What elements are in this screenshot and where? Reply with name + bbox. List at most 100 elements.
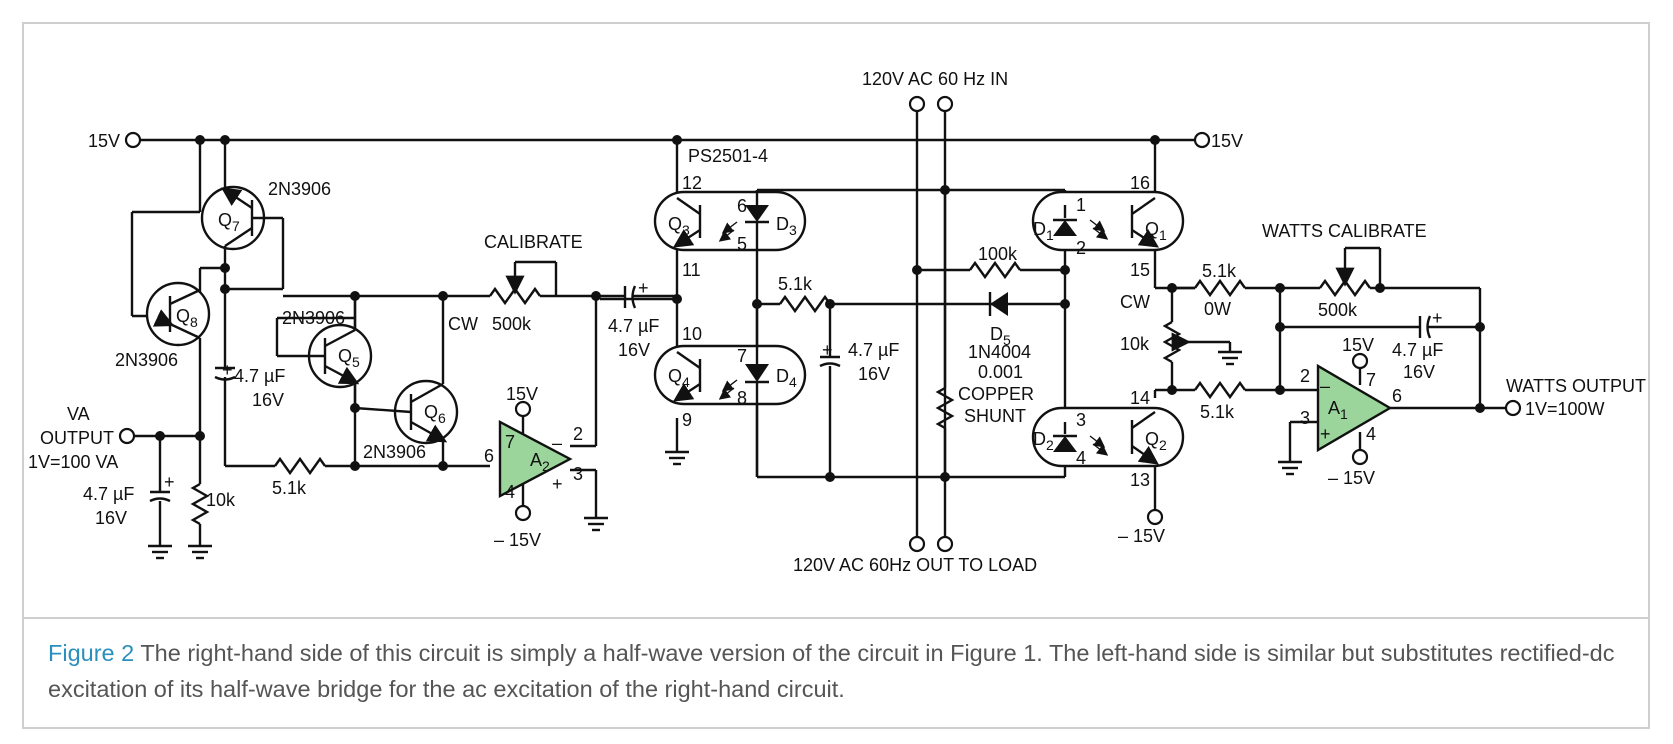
q4-label: Q4 — [668, 366, 690, 390]
ac-in-label: 120V AC 60 Hz IN — [862, 69, 1008, 89]
cap-out-voltage: 16V — [95, 508, 127, 528]
a2-pin-6: 6 — [484, 446, 494, 466]
a1-pin-2: 2 — [1300, 366, 1310, 386]
circuit-schematic: 15V 15V 120V AC 60 Hz IN 120V AC 60Hz OU… — [28, 69, 1646, 575]
pin-5: 5 — [737, 234, 747, 254]
figure-label: Figure 2 — [48, 640, 135, 666]
shunt-value: 0.001 — [978, 362, 1023, 382]
opto-d1 — [1031, 190, 1185, 252]
d4-label: D4 — [776, 366, 797, 390]
res-5k1-left: 5.1k — [272, 478, 307, 498]
watts-output-1: WATTS OUTPUT — [1506, 376, 1646, 396]
pin-11: 11 — [682, 260, 701, 280]
shunt-label-1: COPPER — [958, 384, 1034, 404]
d3-label: D3 — [776, 214, 797, 238]
cap-bridge-value: 4.7 µF — [848, 340, 899, 360]
cap-mid-voltage: 16V — [618, 340, 650, 360]
d5-diode — [988, 292, 1008, 316]
pin-15: 15 — [1130, 260, 1150, 280]
cap-q7-value: 4.7 µF — [234, 366, 285, 386]
res-0w: 0W — [1204, 299, 1231, 319]
pin-9: 9 — [682, 410, 692, 430]
left-transistors — [118, 135, 677, 560]
terminal-15v-left — [124, 131, 142, 149]
d2-label: D2 — [1033, 429, 1054, 453]
calibrate-label: CALIBRATE — [484, 232, 583, 252]
pin-3: 3 — [1076, 410, 1086, 430]
pin-2: 2 — [1076, 238, 1086, 258]
caption-text: The right-hand side of this circuit is s… — [48, 640, 1615, 702]
pin-10: 10 — [682, 324, 702, 344]
rail-left-label: 15V — [88, 131, 120, 151]
a1-pin-7: 7 — [1366, 370, 1376, 390]
cw-right: CW — [1120, 292, 1150, 312]
watts-output-2: 1V=100W — [1525, 399, 1605, 419]
va-output-2: OUTPUT — [40, 428, 114, 448]
cw-left: CW — [448, 314, 478, 334]
q6-label: Q6 — [424, 402, 446, 426]
cap-mid-value: 4.7 µF — [608, 316, 659, 336]
q8-type: 2N3906 — [115, 350, 178, 370]
a2-plus-sign: + — [552, 474, 563, 494]
cap-a1-value: 4.7 µF — [1392, 340, 1443, 360]
q6-type: 2N3906 — [363, 442, 426, 462]
cap-a1-plus: + — [1432, 308, 1443, 328]
shunt-label-2: SHUNT — [964, 406, 1026, 426]
va-output-1: VA — [67, 404, 90, 424]
a1-pin-4: 4 — [1366, 424, 1376, 444]
a2-minus15: – 15V — [494, 530, 541, 550]
va-output-3: 1V=100 VA — [28, 452, 118, 472]
d1-label: D1 — [1033, 219, 1054, 243]
d5-part: 1N4004 — [968, 342, 1031, 362]
ac-out-label: 120V AC 60Hz OUT TO LOAD — [793, 555, 1037, 575]
pin-1: 1 — [1076, 195, 1086, 215]
a2-pin-3: 3 — [573, 464, 583, 484]
q3-label: Q3 — [668, 214, 690, 238]
a2-plus15: 15V — [506, 384, 538, 404]
q7-type: 2N3906 — [268, 179, 331, 199]
cap-bridge-plus: + — [822, 340, 833, 360]
optocoupler-label: PS2501-4 — [688, 146, 768, 166]
a1-label: A1 — [1328, 398, 1348, 422]
pin-8: 8 — [737, 388, 747, 408]
rail-right-label: 15V — [1211, 131, 1243, 151]
pin-14: 14 — [1130, 388, 1150, 408]
q7-label: Q7 — [218, 210, 240, 234]
caption-divider — [22, 617, 1650, 619]
q2-minus15: – 15V — [1118, 526, 1165, 546]
pin-16: 16 — [1130, 173, 1150, 193]
cap-q7-voltage: 16V — [252, 390, 284, 410]
q2-label: Q2 — [1145, 429, 1167, 453]
pin-6: 6 — [737, 196, 747, 216]
cap-out-plus: + — [164, 472, 175, 492]
a1-minus-sign: – — [1320, 376, 1330, 396]
pin-13: 13 — [1130, 470, 1150, 490]
pin-12: 12 — [682, 173, 702, 193]
figure-caption: Figure 2 The right-hand side of this cir… — [48, 635, 1628, 707]
terminal-15v-right — [1193, 131, 1211, 149]
opto-d2 — [1031, 406, 1185, 468]
a2-label: A2 — [530, 450, 550, 474]
a1-pin-6: 6 — [1392, 386, 1402, 406]
a1-plus-sign: + — [1320, 424, 1331, 444]
a1-minus15: – 15V — [1328, 468, 1375, 488]
a2-pin-4: 4 — [505, 482, 515, 502]
cap-q7-plus: + — [222, 360, 233, 380]
cap-bridge-voltage: 16V — [858, 364, 890, 384]
a1-plus15: 15V — [1342, 335, 1374, 355]
cap-mid-plus: + — [638, 278, 649, 298]
top-rail — [124, 131, 1211, 149]
q1-label: Q1 — [1145, 219, 1167, 243]
a1-pin-3: 3 — [1300, 408, 1310, 428]
right-network — [1162, 246, 1522, 476]
pot-right: 500k — [1318, 300, 1358, 320]
pot-left: 500k — [492, 314, 532, 334]
res-bridge-label: 5.1k — [778, 274, 813, 294]
bridge-junctions — [752, 185, 1070, 482]
opto-d3 — [653, 190, 807, 252]
d5-label: D5 — [990, 324, 1011, 348]
a2-minus-sign: – — [552, 433, 562, 453]
pin-7: 7 — [737, 346, 747, 366]
watts-calibrate: WATTS CALIBRATE — [1262, 221, 1427, 241]
opto-d4 — [653, 304, 807, 477]
